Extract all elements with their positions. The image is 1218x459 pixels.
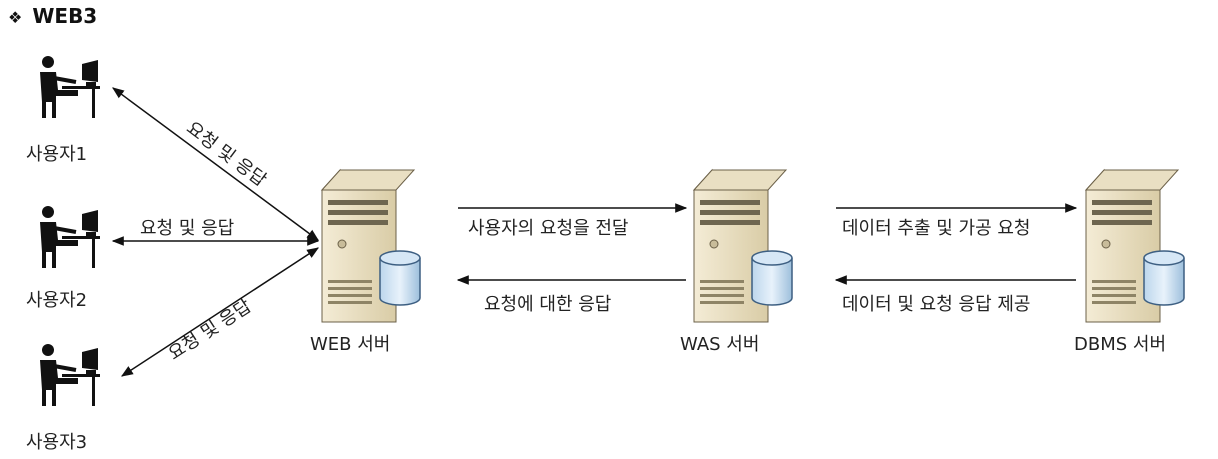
user-1-label: 사용자1 xyxy=(26,144,88,165)
user-2-icon xyxy=(38,204,102,270)
user-1-icon xyxy=(38,54,102,120)
user-2-label: 사용자2 xyxy=(26,290,88,311)
edge-label-user2-web: 요청 및 응답 xyxy=(140,218,235,239)
web-server-label: WEB 서버 xyxy=(310,334,391,355)
dbms-server-label: DBMS 서버 xyxy=(1074,334,1167,355)
diamond-bullet-icon: ❖ xyxy=(8,8,23,27)
edge-label-web-to-was: 사용자의 요청을 전달 xyxy=(468,218,629,239)
dbms-server-icon xyxy=(1085,169,1185,323)
edge-label-was-to-dbms: 데이터 추출 및 가공 요청 xyxy=(842,218,1031,239)
diagram-title: ❖ WEB3 xyxy=(8,4,97,28)
was-server-icon xyxy=(693,169,793,323)
title-text: WEB3 xyxy=(32,4,98,28)
user-3-icon xyxy=(38,342,102,408)
arrow-user1-web xyxy=(112,87,319,241)
edge-label-dbms-to-was: 데이터 및 요청 응답 제공 xyxy=(842,294,1031,315)
was-server-label: WAS 서버 xyxy=(680,334,760,355)
arrow-user3-web xyxy=(120,247,320,377)
edge-label-was-to-web: 요청에 대한 응답 xyxy=(484,294,612,315)
user-3-label: 사용자3 xyxy=(26,432,88,453)
web-server-icon xyxy=(321,169,421,323)
